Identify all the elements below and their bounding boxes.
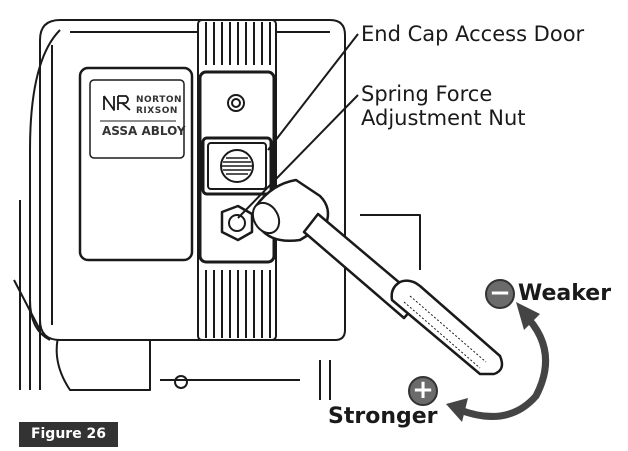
weaker-label: Weaker	[518, 281, 612, 306]
top-ribs	[205, 22, 271, 65]
hex-nut	[220, 204, 254, 242]
vent-slots	[222, 157, 252, 175]
logo-norton: NORTON	[136, 95, 183, 105]
logo-plate	[78, 66, 194, 262]
top-screw	[227, 94, 245, 112]
plus-icon: +	[408, 376, 438, 406]
figure-label: Figure 26	[19, 422, 118, 447]
logo-rixson: RIXSON	[136, 106, 178, 116]
leader-nut	[237, 94, 359, 219]
nr-monogram	[103, 95, 131, 111]
socket-wrench	[251, 178, 504, 376]
leader-end-cap	[267, 33, 359, 151]
bottom-ribs	[205, 270, 271, 338]
housing-side	[29, 29, 61, 341]
nut-callout-line2: Adjustment Nut	[361, 106, 526, 130]
logo-assa-abloy: ASSA ABLOY	[102, 124, 186, 138]
stronger-label: Stronger	[328, 404, 438, 429]
minus-icon: −	[485, 279, 515, 309]
direction-arrow	[446, 302, 550, 422]
end-cap-callout: End Cap Access Door	[361, 22, 585, 46]
nut-callout-line1: Spring Force	[361, 82, 493, 106]
